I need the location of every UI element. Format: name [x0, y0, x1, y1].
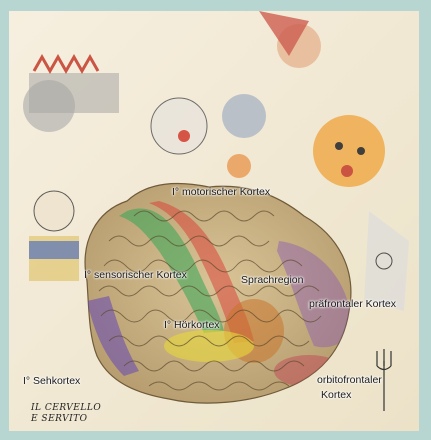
brain-illustration: [9, 11, 419, 431]
label-auditory-cortex: I° Hörkortex: [164, 319, 220, 331]
label-visual-cortex: I° Sehkortex: [23, 375, 80, 387]
label-prefrontal-cortex: präfrontaler Kortex: [309, 298, 396, 310]
label-orbitofrontal-line2: Kortex: [321, 389, 351, 401]
caption-line1: IL CERVELLO: [31, 403, 101, 414]
artwork-canvas: I° motorischer Kortex I° sensorischer Ko…: [9, 11, 419, 431]
label-orbitofrontal-line1: orbitofrontaler: [317, 374, 382, 386]
label-motor-cortex: I° motorischer Kortex: [172, 186, 270, 198]
artwork-caption: IL CERVELLO E SERVITO: [31, 403, 101, 425]
label-sensory-cortex: I° sensorischer Kortex: [84, 269, 187, 281]
label-language-region: Sprachregion: [241, 274, 303, 286]
caption-line2: E SERVITO: [31, 414, 101, 425]
